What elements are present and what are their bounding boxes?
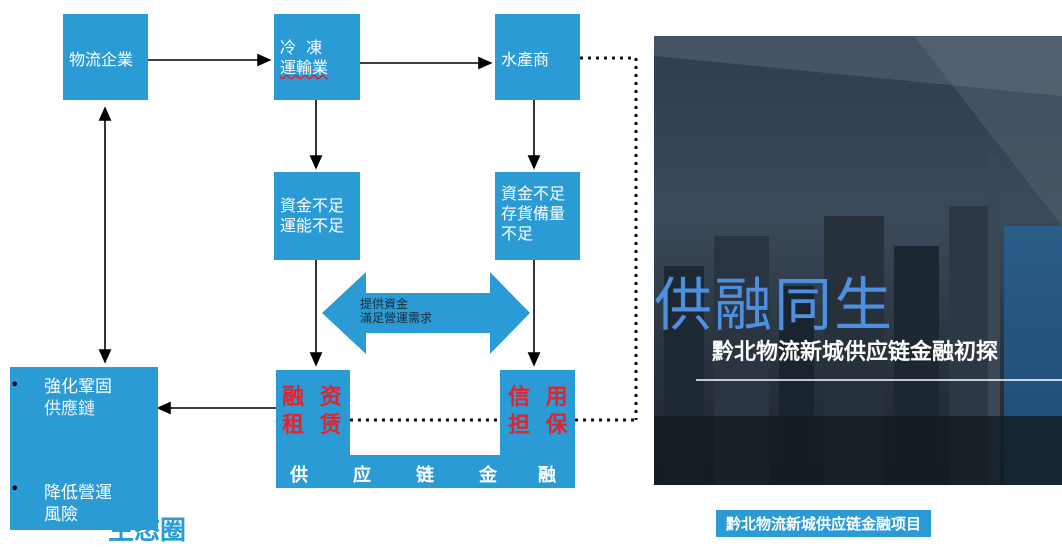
seafood-merchant-box: 水產商 bbox=[495, 14, 580, 100]
funds-inventory-line3: 不足 bbox=[501, 224, 534, 243]
project-label: 黔北物流新城供应链金融项目 bbox=[716, 510, 932, 537]
guarantee-box: 信 用 担 保 bbox=[500, 370, 575, 455]
funds-inventory-line1: 資金不足 bbox=[501, 184, 566, 203]
leasing-box: 融 资 租 赁 bbox=[276, 370, 350, 455]
logistics-enterprise-box: 物流企業 bbox=[63, 14, 148, 100]
supply-chain-finance-bar: 供 应 链 金 融 bbox=[276, 455, 575, 488]
funds-transport-line2: 運能不足 bbox=[280, 216, 345, 235]
double-arrow-label-line2: 滿足營運需求 bbox=[360, 311, 433, 325]
panel-subtitle: 黔北物流新城供应链金融初探 bbox=[712, 340, 999, 365]
seafood-merchant-label: 水產商 bbox=[501, 50, 550, 69]
panel-big-title: 供融同生 bbox=[654, 271, 895, 339]
bullet-2-line1: 降低營運 bbox=[44, 483, 112, 503]
cityscape-illustration bbox=[654, 36, 1062, 485]
guarantee-line2: 担 保 bbox=[508, 412, 572, 438]
cold-chain-label-2: 運輸業 bbox=[280, 58, 329, 77]
scf-char-2: 应 bbox=[353, 465, 371, 486]
funds-transport-box: 資金不足 運能不足 bbox=[274, 172, 360, 260]
bullet-dot-2: • bbox=[10, 479, 20, 498]
leasing-line1: 融 资 bbox=[282, 384, 346, 410]
logistics-enterprise-label: 物流企業 bbox=[69, 50, 134, 69]
cold-chain-box: 冷 凍 運輸業 bbox=[274, 14, 360, 100]
cover-panel: 供融同生 黔北物流新城供应链金融初探 bbox=[654, 36, 1062, 485]
bullet-1-line1: 強化鞏固 bbox=[44, 377, 112, 397]
benefits-box: • 強化鞏固 供應鏈 • 降低營運 風險 bbox=[10, 367, 158, 530]
funds-inventory-line2: 存貨備量 bbox=[501, 204, 566, 223]
scf-char-3: 链 bbox=[416, 465, 434, 486]
ecosystem-label: 生态圈 bbox=[108, 516, 187, 546]
bullet-dot-1: • bbox=[10, 375, 20, 394]
funds-transport-line1: 資金不足 bbox=[280, 196, 345, 215]
leasing-line2: 租 赁 bbox=[282, 412, 346, 438]
double-arrow-shape bbox=[322, 272, 530, 354]
double-arrow-label-line1: 提供資金 bbox=[360, 297, 409, 311]
scf-char-4: 金 bbox=[479, 465, 497, 486]
guarantee-line1: 信 用 bbox=[508, 384, 572, 410]
bullet-1-line2: 供應鏈 bbox=[44, 399, 95, 419]
funds-inventory-box: 資金不足 存貨備量 不足 bbox=[495, 172, 580, 260]
scf-char-1: 供 bbox=[290, 465, 308, 486]
panel-divider bbox=[696, 379, 1062, 381]
scf-char-5: 融 bbox=[538, 465, 556, 486]
double-arrow-label: 提供資金 滿足營運需求 bbox=[360, 297, 432, 325]
cold-chain-label-1: 冷 凍 bbox=[280, 38, 323, 57]
bullet-2-line2: 風險 bbox=[44, 505, 78, 525]
